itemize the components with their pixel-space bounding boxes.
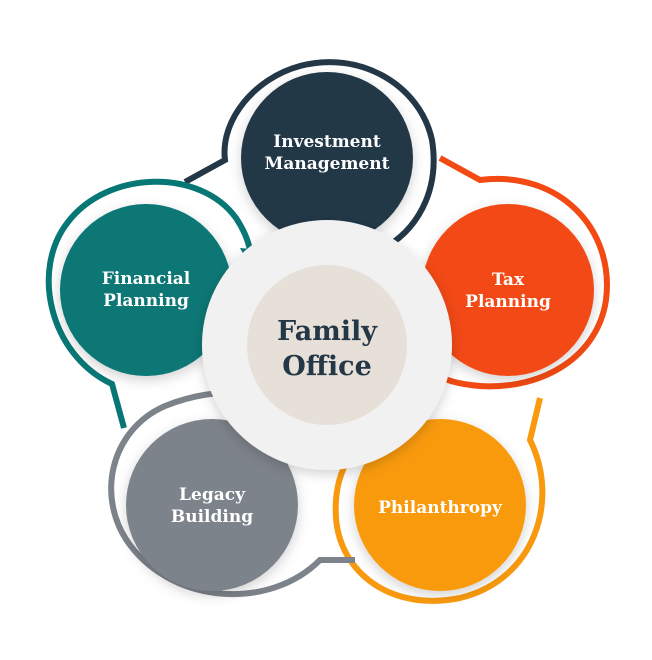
financial-loop-stroke — [45, 178, 253, 429]
legacy-circle[interactable] — [126, 419, 298, 591]
tax-label-line2: Planning — [465, 292, 551, 312]
legacy-label-line2: Building — [171, 507, 253, 527]
philanthropy-label: Philanthropy — [378, 498, 503, 518]
center-label-line2: Office — [282, 351, 372, 382]
center-circle[interactable] — [247, 265, 407, 425]
legacy-label-line1: Legacy — [179, 485, 246, 505]
financial-label-line1: Financial — [102, 269, 191, 289]
tax-loop-stroke — [430, 155, 610, 390]
financial-circle[interactable] — [60, 204, 232, 376]
philanthropy-loop-stroke — [332, 397, 546, 604]
center-label-line1: Family — [277, 316, 378, 347]
tax-label-line1: Tax — [492, 270, 525, 290]
legacy-loop-stroke — [108, 390, 355, 598]
investment-loop-stroke — [183, 59, 437, 257]
investment-circle[interactable] — [241, 72, 413, 244]
financial-label-line2: Planning — [103, 291, 189, 311]
philanthropy-circle[interactable] — [354, 419, 526, 591]
investment-label-line2: Management — [265, 154, 390, 174]
tax-circle[interactable] — [422, 204, 594, 376]
investment-label-line1: Investment — [273, 132, 381, 152]
